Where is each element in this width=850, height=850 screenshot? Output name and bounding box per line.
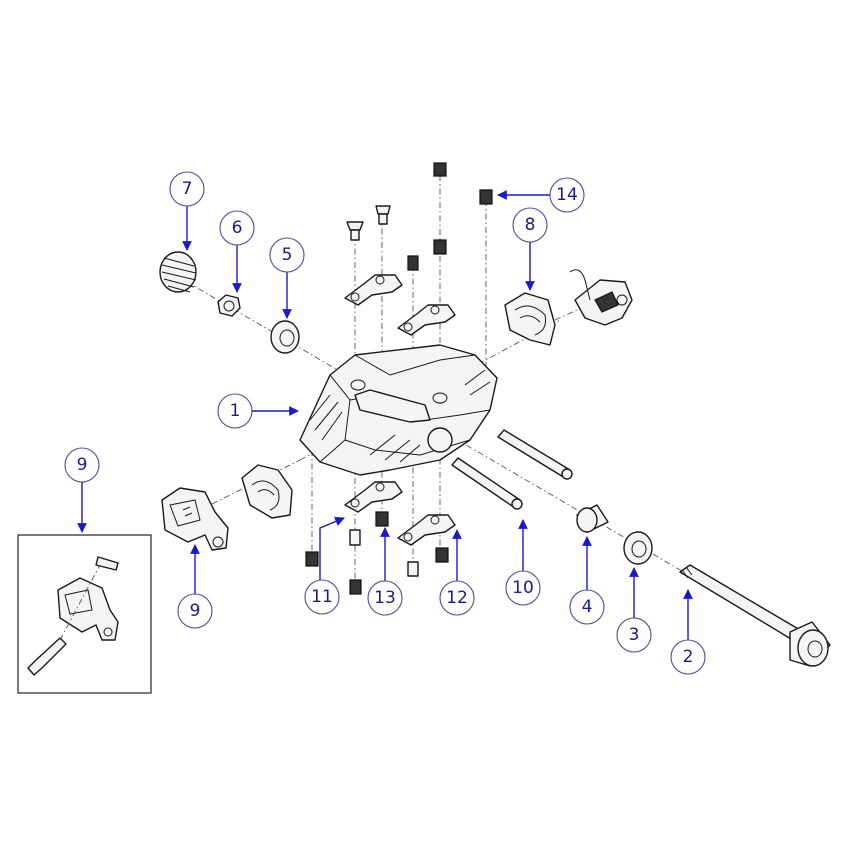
pins [451, 429, 573, 510]
callout-14: 14 [497, 177, 585, 213]
hex-nut [217, 294, 241, 317]
top-screws [346, 162, 493, 271]
pedal-body [299, 344, 498, 476]
callout-6: 6 [219, 210, 255, 293]
spring-plate-right [504, 292, 556, 346]
callout-label-7: 7 [182, 179, 193, 199]
callout-9: 9 [177, 544, 213, 629]
callout-11: 11 [304, 516, 345, 615]
callout-3: 3 [616, 567, 652, 653]
callout-9-inset: 9 [64, 447, 100, 533]
callout-label-8: 8 [525, 215, 536, 235]
top-plates [344, 274, 456, 336]
cleat-binding-left [161, 487, 229, 551]
callout-label-9: 9 [190, 601, 201, 621]
callout-label-11: 11 [311, 587, 333, 607]
spring-plate-left [241, 464, 293, 519]
callout-7: 7 [169, 171, 205, 251]
callout-2: 2 [670, 589, 706, 675]
bushing [576, 504, 609, 533]
bottom-screws [305, 511, 449, 595]
callout-label-12: 12 [446, 588, 468, 608]
callout-label-4: 4 [582, 597, 593, 617]
cleat-binding-right [569, 269, 633, 326]
callout-13: 13 [367, 527, 403, 616]
callout-label-9-inset: 9 [77, 455, 88, 475]
bottom-plates [344, 481, 456, 546]
callout-1: 1 [217, 393, 299, 429]
callout-label-3: 3 [629, 625, 640, 645]
callout-label-1: 1 [230, 401, 241, 421]
callout-8: 8 [512, 207, 548, 291]
callout-label-5: 5 [282, 245, 293, 265]
spring [159, 251, 197, 293]
callout-10: 10 [505, 519, 541, 606]
callout-label-13: 13 [374, 588, 396, 608]
callout-label-6: 6 [232, 218, 243, 238]
spindle [679, 564, 831, 667]
callout-label-14: 14 [556, 185, 578, 205]
bearing [270, 320, 300, 354]
callout-12: 12 [439, 529, 475, 616]
callout-4: 4 [569, 536, 605, 625]
seal [623, 531, 653, 565]
callout-label-10: 10 [512, 578, 534, 598]
callout-label-2: 2 [683, 647, 694, 667]
callout-5: 5 [269, 237, 305, 319]
inset-detail [17, 534, 152, 694]
